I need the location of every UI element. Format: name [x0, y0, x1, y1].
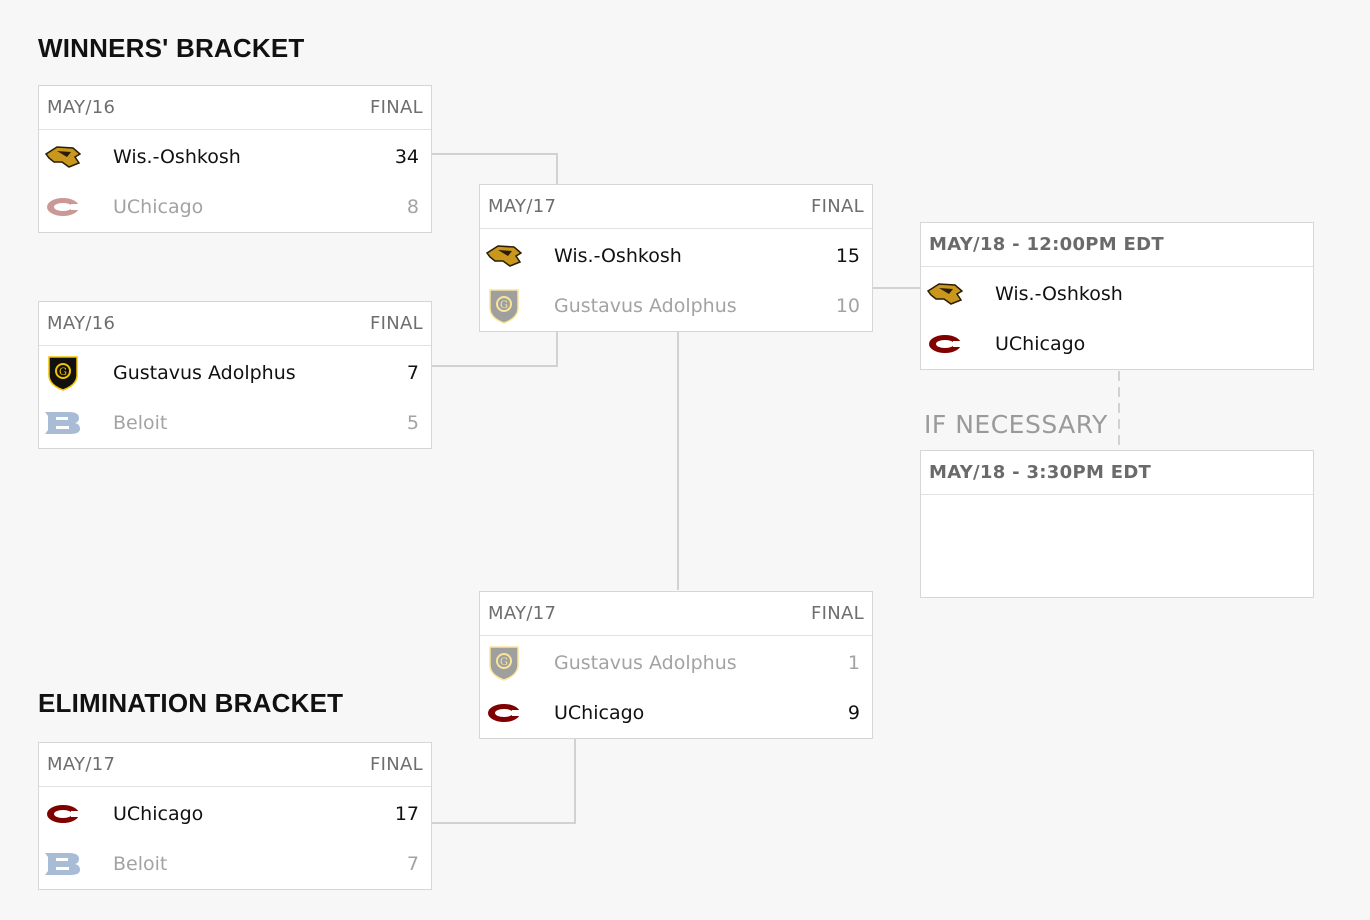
- game-status: FINAL: [370, 754, 423, 775]
- chicago-c-logo-icon: [45, 796, 81, 832]
- game-date: MAY/17: [488, 603, 557, 624]
- game-header: MAY/17 FINAL: [39, 743, 431, 787]
- if-necessary-label: IF NECESSARY: [924, 410, 1108, 439]
- beloit-b-logo-icon: [45, 846, 81, 882]
- team-score: 8: [406, 196, 419, 218]
- team-name: Wis.-Oshkosh: [554, 245, 682, 267]
- elimination-bracket-heading: ELIMINATION BRACKET: [38, 688, 344, 718]
- team-name: UChicago: [995, 333, 1086, 355]
- team-row-loser[interactable]: Beloit 7: [39, 839, 431, 889]
- team-row-winner[interactable]: Wis.-Oshkosh 34: [39, 132, 431, 182]
- game-date: MAY/16: [47, 97, 116, 118]
- svg-text:G: G: [59, 367, 67, 378]
- game-header: MAY/18 - 3:30PM EDT: [921, 451, 1313, 495]
- team-row-loser[interactable]: Beloit 5: [39, 398, 431, 448]
- team-row-loser[interactable]: UChicago 8: [39, 182, 431, 232]
- team-row[interactable]: UChicago: [921, 319, 1313, 369]
- team-name: Gustavus Adolphus: [554, 295, 737, 317]
- game-card-elimination-round2[interactable]: MAY/17 FINAL G Gustavus Adolphus 1 UChic…: [479, 591, 873, 739]
- game-status: FINAL: [370, 313, 423, 334]
- team-name: Beloit: [113, 853, 168, 875]
- game-header: MAY/16 FINAL: [39, 86, 431, 130]
- game-card-final[interactable]: MAY/18 - 12:00PM EDT Wis.-Oshkosh UChica…: [920, 222, 1314, 370]
- team-score: 10: [835, 295, 860, 317]
- titan-logo-icon: [927, 276, 963, 312]
- game-status: FINAL: [811, 603, 864, 624]
- game-date: MAY/16: [47, 313, 116, 334]
- chicago-c-logo-icon: [45, 189, 81, 225]
- game-card-winners-round1-a[interactable]: MAY/16 FINAL Wis.-Oshkosh 34 UChicago 8: [38, 85, 432, 233]
- game-card-winners-round2[interactable]: MAY/17 FINAL Wis.-Oshkosh 15 G Gustavus …: [479, 184, 873, 332]
- team-row-winner[interactable]: UChicago 17: [39, 789, 431, 839]
- game-date-time: MAY/18 - 12:00PM EDT: [929, 234, 1164, 255]
- team-name: Gustavus Adolphus: [554, 652, 737, 674]
- chicago-c-logo-icon: [486, 695, 522, 731]
- game-header: MAY/16 FINAL: [39, 302, 431, 346]
- team-score: 1: [847, 652, 860, 674]
- team-score: 34: [394, 146, 419, 168]
- team-name: Wis.-Oshkosh: [113, 146, 241, 168]
- game-date: MAY/17: [488, 196, 557, 217]
- game-header: MAY/17 FINAL: [480, 592, 872, 636]
- gustavus-shield-logo-icon: G: [45, 355, 81, 391]
- gustavus-shield-logo-icon: G: [486, 288, 522, 324]
- team-score: 5: [406, 412, 419, 434]
- game-status: FINAL: [370, 97, 423, 118]
- team-row-winner[interactable]: Wis.-Oshkosh 15: [480, 231, 872, 281]
- titan-logo-icon: [45, 139, 81, 175]
- team-row-winner[interactable]: G Gustavus Adolphus 7: [39, 348, 431, 398]
- team-name: Wis.-Oshkosh: [995, 283, 1123, 305]
- game-header: MAY/18 - 12:00PM EDT: [921, 223, 1313, 267]
- team-row-loser[interactable]: G Gustavus Adolphus 1: [480, 638, 872, 688]
- winners-bracket-heading: WINNERS' BRACKET: [38, 33, 305, 63]
- game-card-winners-round1-b[interactable]: MAY/16 FINAL G Gustavus Adolphus 7 Beloi…: [38, 301, 432, 449]
- svg-text:G: G: [500, 300, 508, 311]
- team-row-winner[interactable]: UChicago 9: [480, 688, 872, 738]
- game-card-elimination-round1[interactable]: MAY/17 FINAL UChicago 17 Beloit 7: [38, 742, 432, 890]
- team-name: UChicago: [113, 196, 204, 218]
- game-card-final-if-necessary[interactable]: MAY/18 - 3:30PM EDT: [920, 450, 1314, 598]
- team-score: 7: [406, 853, 419, 875]
- team-score: 17: [394, 803, 419, 825]
- team-score: 9: [847, 702, 860, 724]
- game-date: MAY/17: [47, 754, 116, 775]
- game-status: FINAL: [811, 196, 864, 217]
- titan-logo-icon: [486, 238, 522, 274]
- team-row-loser[interactable]: G Gustavus Adolphus 10: [480, 281, 872, 331]
- team-name: UChicago: [554, 702, 645, 724]
- game-date-time: MAY/18 - 3:30PM EDT: [929, 462, 1152, 483]
- chicago-c-logo-icon: [927, 326, 963, 362]
- team-row[interactable]: Wis.-Oshkosh: [921, 269, 1313, 319]
- gustavus-shield-logo-icon: G: [486, 645, 522, 681]
- team-score: 7: [406, 362, 419, 384]
- team-name: Beloit: [113, 412, 168, 434]
- svg-text:G: G: [500, 657, 508, 668]
- beloit-b-logo-icon: [45, 405, 81, 441]
- team-name: UChicago: [113, 803, 204, 825]
- team-name: Gustavus Adolphus: [113, 362, 296, 384]
- game-header: MAY/17 FINAL: [480, 185, 872, 229]
- team-score: 15: [835, 245, 860, 267]
